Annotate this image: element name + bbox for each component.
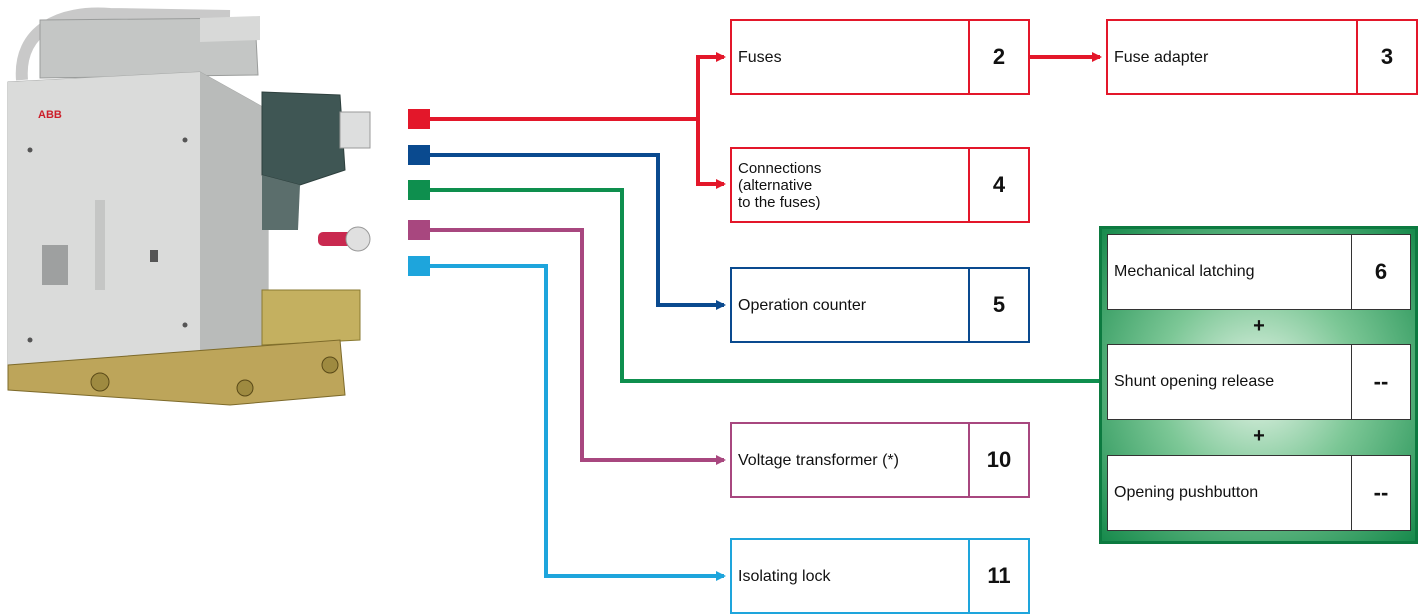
blue-connector: [430, 153, 726, 310]
green-group-panel: Mechanical latching 6 + Shunt opening re…: [1099, 226, 1418, 544]
opening-pushbutton-box: Opening pushbutton --: [1107, 455, 1411, 531]
shunt-opening-release-box: Shunt opening release --: [1107, 344, 1411, 420]
fuses-box: Fuses 2: [730, 19, 1030, 95]
purple-square-icon: [408, 220, 430, 240]
blue-square-icon: [408, 145, 430, 165]
shunt-opening-release-label: Shunt opening release: [1114, 373, 1275, 390]
opening-pushbutton-label: Opening pushbutton: [1114, 484, 1259, 501]
operation-counter-code: 5: [968, 269, 1028, 341]
voltage-transformer-label: Voltage transformer (*): [738, 451, 899, 469]
plus-separator: +: [1253, 315, 1265, 337]
red-square-icon: [408, 109, 430, 129]
red-branch-connections: [696, 119, 726, 189]
switch-disconnector-image: ABB: [7, 7, 371, 406]
cyan-square-icon: [408, 256, 430, 276]
voltage-transformer-box: Voltage transformer (*) 10: [730, 422, 1030, 498]
plus-separator: +: [1253, 425, 1265, 447]
shunt-opening-release-code: --: [1351, 345, 1410, 419]
operation-counter-box: Operation counter 5: [730, 267, 1030, 343]
isolating-lock-label: Isolating lock: [738, 567, 831, 585]
red-branch-fuses: [696, 52, 726, 119]
mechanical-latching-label: Mechanical latching: [1114, 263, 1255, 280]
mechanical-latching-code: 6: [1351, 235, 1410, 309]
connections-label: Connections (alternative to the fuses): [738, 159, 822, 211]
connections-code: 4: [968, 149, 1028, 221]
green-square-icon: [408, 180, 430, 200]
isolating-lock-code: 11: [968, 540, 1028, 612]
cyan-connector: [430, 264, 726, 581]
mechanical-latching-box: Mechanical latching 6: [1107, 234, 1411, 310]
fuses-label: Fuses: [738, 48, 782, 66]
purple-connector: [430, 228, 726, 465]
operation-counter-label: Operation counter: [738, 296, 867, 314]
connections-box: Connections (alternative to the fuses) 4: [730, 147, 1030, 223]
green-connector: [430, 188, 1100, 383]
opening-pushbutton-code: --: [1351, 456, 1410, 530]
isolating-lock-box: Isolating lock 11: [730, 538, 1030, 614]
voltage-transformer-code: 10: [968, 424, 1028, 496]
fuse-adapter-label: Fuse adapter: [1114, 48, 1209, 66]
fuses-code: 2: [968, 21, 1028, 93]
abb-logo: ABB: [38, 109, 62, 121]
fuse-adapter-code: 3: [1356, 21, 1416, 93]
fuse-adapter-box: Fuse adapter 3: [1106, 19, 1418, 95]
